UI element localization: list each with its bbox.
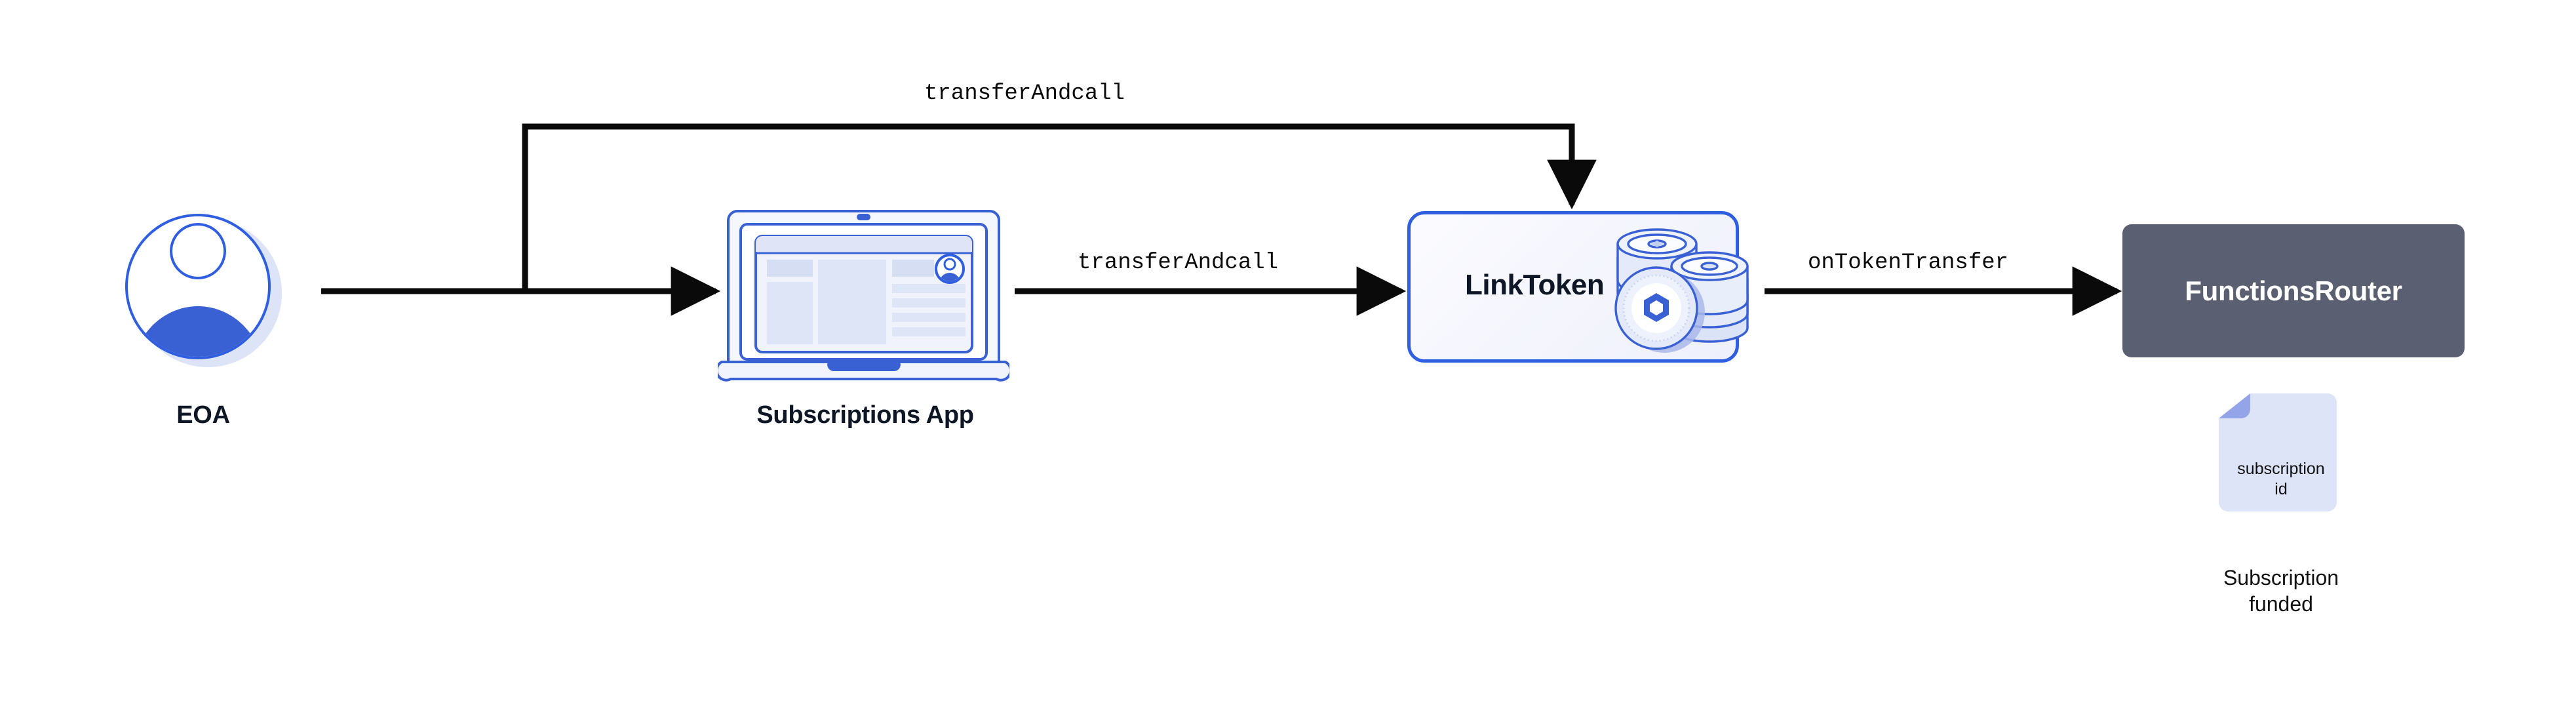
subscription-funded-caption: Subscription funded	[2223, 566, 2339, 616]
edge-label-eoa-to-linktoken: transferAndcall	[924, 81, 1125, 106]
link-token-label: LinkToken	[1465, 269, 1605, 301]
coin-stack-icon	[1596, 216, 1773, 367]
eoa-label: EOA	[176, 401, 230, 429]
laptop-icon	[715, 210, 1012, 382]
node-subscriptions-app[interactable]	[715, 197, 1012, 387]
node-functions-router[interactable]: FunctionsRouter	[2122, 224, 2465, 357]
subscription-document-icon	[2219, 393, 2343, 511]
edge-label-app-to-linktoken: transferAndcall	[1078, 250, 1279, 275]
functions-router-label: FunctionsRouter	[2185, 275, 2402, 306]
subscription-id-text: subscription id	[2237, 460, 2325, 498]
node-eoa[interactable]	[115, 207, 292, 380]
user-avatar-icon	[125, 214, 282, 367]
subscriptions-app-label: Subscriptions App	[756, 401, 974, 429]
edge-label-linktoken-to-router: onTokenTransfer	[1808, 250, 2009, 275]
